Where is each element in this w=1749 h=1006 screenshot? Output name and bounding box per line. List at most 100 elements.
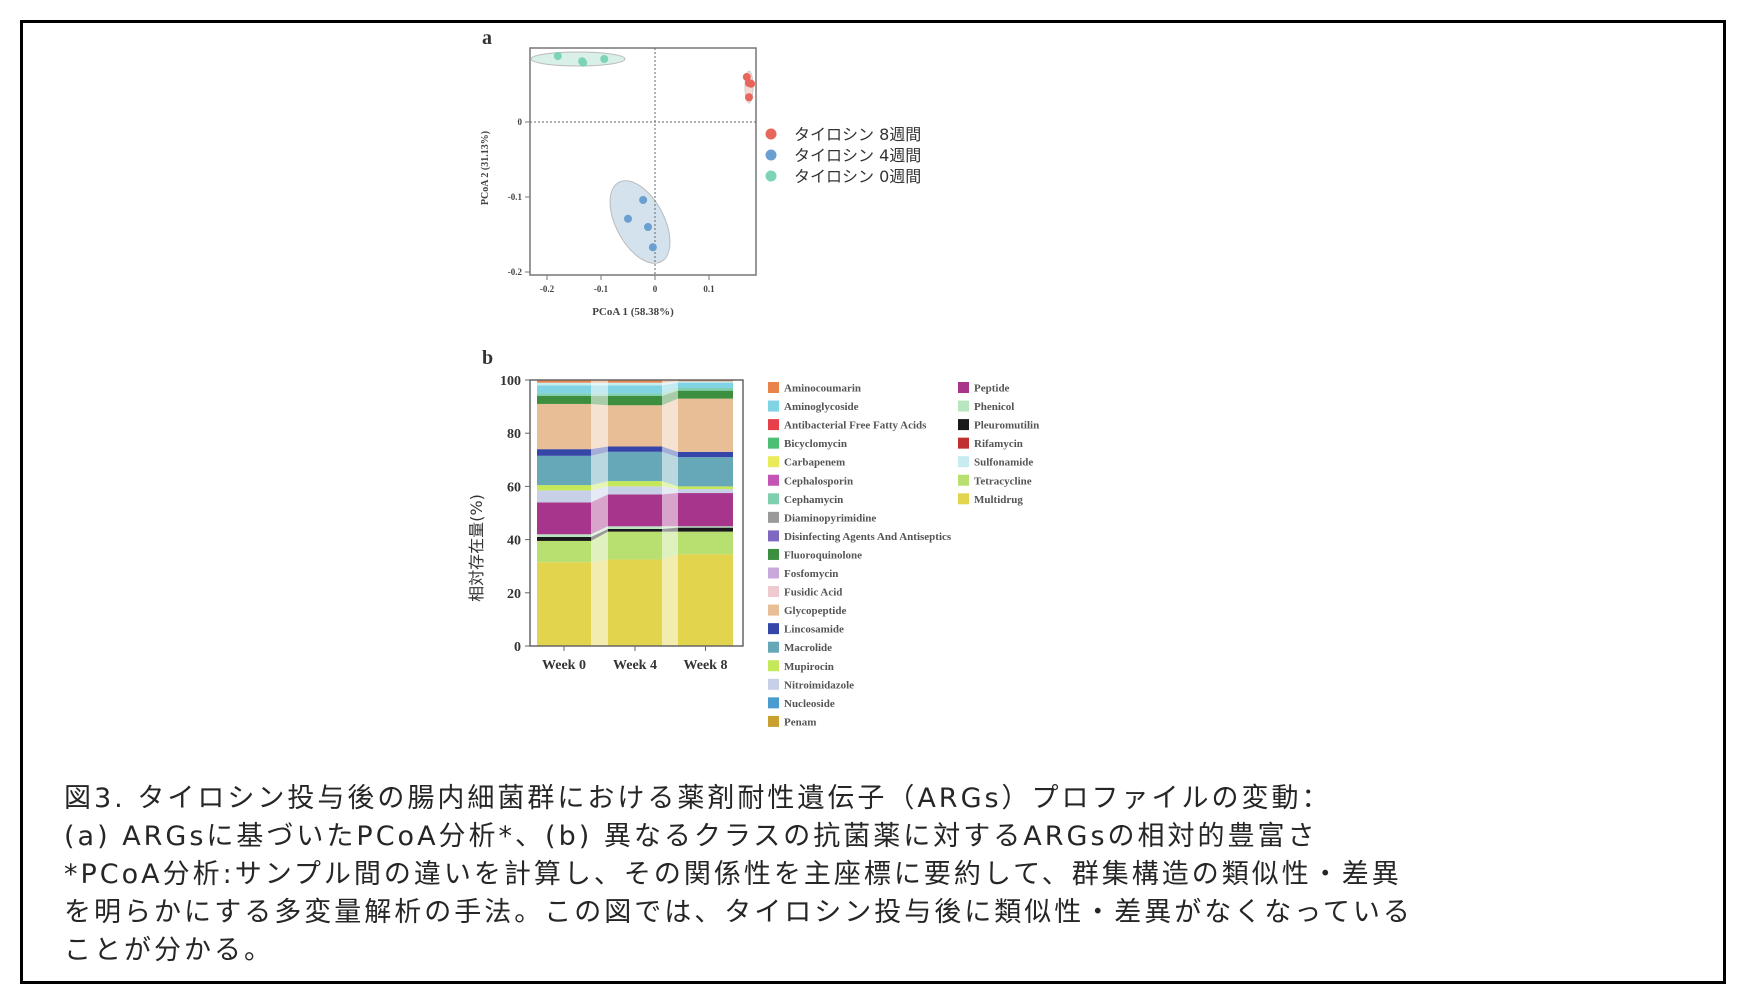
legend-label: Fosfomycin <box>784 568 838 580</box>
scatter-point-series-2 <box>600 55 609 63</box>
y-tick-label: -0.1 <box>508 192 523 202</box>
scatter-point-series-0 <box>747 79 756 88</box>
bar-segment-pleuromutilin <box>608 528 662 532</box>
y-tick-label: -0.2 <box>508 267 523 277</box>
bar-segment-lincosamide <box>608 446 662 452</box>
bar-segment-mupirocin <box>678 486 733 490</box>
legend-label: Antibacterial Free Fatty Acids <box>784 420 927 432</box>
bar-connector-fluoroquinolone <box>591 395 608 406</box>
bar-segment-tetracycline <box>608 531 662 560</box>
bar-segment-multidrug <box>537 562 591 646</box>
ellipse-week0 <box>530 51 626 67</box>
bar-connector-tetracycline <box>662 531 678 560</box>
bar-segment-glycopeptide <box>537 403 591 450</box>
legend-label: Fluoroquinolone <box>784 549 862 561</box>
y-tick-label: 60 <box>507 480 521 495</box>
bar-segment-lincosamide <box>678 451 733 458</box>
legend-label: Pleuromutilin <box>974 420 1039 432</box>
legend-swatch <box>768 400 779 412</box>
bar-connector-aminoglycoside <box>591 385 608 394</box>
bar-connector-pleuromutilin <box>591 528 608 541</box>
legend-label: Macrolide <box>784 642 832 654</box>
bar-connector-sulfonamide <box>662 381 678 386</box>
bar-connector-peptide <box>662 493 678 527</box>
legend-label: Disinfecting Agents And Antiseptics <box>784 531 952 543</box>
legend-swatch <box>768 567 779 579</box>
bar-segment-tetracycline <box>537 540 591 563</box>
legend-swatch <box>958 400 969 412</box>
legend-marker <box>765 128 777 140</box>
legend-swatch <box>768 548 779 560</box>
legend-label: Glycopeptide <box>784 605 846 617</box>
bar-segment-cephamycin <box>678 387 733 391</box>
legend-marker <box>765 149 777 161</box>
legend-label: Diaminopyrimidine <box>784 512 876 524</box>
bar-connector-phenicol <box>662 526 678 529</box>
y-tick-label: 0 <box>514 640 521 655</box>
legend-swatch <box>768 382 779 393</box>
legend-label: Tetracycline <box>974 475 1032 487</box>
bar-connector-mupirocin <box>591 481 608 491</box>
legend-label: Peptide <box>974 383 1010 395</box>
legend-swatch <box>768 660 779 672</box>
bar-connector-aminoglycoside <box>662 382 678 394</box>
bar-segment-nitroimidazole <box>678 489 733 494</box>
bar-segment-aminoglycoside <box>537 385 591 394</box>
bar-plot-frame <box>529 379 744 647</box>
bar-segment-tetracycline <box>678 531 733 555</box>
bar-segment-aminoglycoside <box>608 385 662 394</box>
legend-label: Sulfonamide <box>974 457 1033 469</box>
figure-caption: 図3. タイロシン投与後の腸内細菌群における薬剤耐性遺伝子（ARGs）プロファイ… <box>64 780 1413 970</box>
legend-swatch <box>768 511 779 523</box>
bar-segment-cephamycin <box>537 393 591 396</box>
legend-label: タイロシン 4週間 <box>794 146 921 165</box>
legend-label: Bicyclomycin <box>784 438 847 450</box>
legend-swatch <box>958 493 969 505</box>
bar-legend: AminocoumarinAminoglycosideAntibacterial… <box>768 382 1039 728</box>
bar-connector-multidrug <box>591 559 608 646</box>
x-tick-label: Week 8 <box>684 658 728 673</box>
bar-segment-nitroimidazole <box>537 490 591 503</box>
legend-swatch <box>768 604 779 616</box>
legend-label: タイロシン 0週間 <box>794 167 921 186</box>
legend-label: Cephamycin <box>784 494 843 506</box>
bar-connector-lincosamide <box>662 446 678 458</box>
legend-label: Penam <box>784 716 816 728</box>
legend-label: Nucleoside <box>784 698 835 710</box>
legend-swatch <box>958 456 969 468</box>
legend-label: Mupirocin <box>784 661 834 673</box>
caption-line-3: *PCoA分析:サンプル間の違いを計算し、その関係性を主座標に要約して、群集構造… <box>64 859 1402 890</box>
legend-swatch <box>768 697 779 709</box>
bar-segment-pleuromutilin <box>678 527 733 532</box>
legend-swatch <box>768 419 779 431</box>
bar-connector-macrolide <box>591 451 608 486</box>
bar-segment-macrolide <box>678 457 733 487</box>
bar-segment-fluoroquinolone <box>678 390 733 399</box>
caption-line-4: を明らかにする多変量解析の手法。この図では、タイロシン投与後に類似性・差異がなく… <box>64 897 1413 928</box>
legend-label: Cephalosporin <box>784 475 853 487</box>
scatter-point-series-0 <box>742 73 751 81</box>
legend-swatch <box>768 493 779 505</box>
legend-label: タイロシン 8週間 <box>794 125 921 144</box>
legend-label: Aminocoumarin <box>784 383 861 395</box>
bar-segment-sulfonamide <box>608 382 662 386</box>
bar-segment-nitroimidazole <box>608 486 662 495</box>
bar-connector-cephamycin <box>591 393 608 396</box>
pcoa-y-axis-label: PCoA 2 (31.13%) <box>480 131 491 205</box>
scatter-point-series-1 <box>648 243 657 252</box>
bar-segment-multidrug <box>678 554 733 646</box>
legend-swatch <box>768 456 779 468</box>
legend-swatch <box>958 382 969 393</box>
panel-a-label: a <box>482 27 492 49</box>
bar-segment-cephamycin <box>608 393 662 396</box>
bar-segment-mupirocin <box>537 485 591 491</box>
legend-swatch <box>958 437 969 449</box>
legend-label: Fusidic Acid <box>784 587 842 599</box>
bar-segment-aminocoumarin <box>537 380 591 383</box>
legend-label: Aminoglycoside <box>784 401 859 413</box>
x-tick-label: -0.2 <box>540 284 555 294</box>
scatter-point-series-1 <box>639 196 648 204</box>
legend-label: Lincosamide <box>784 624 844 636</box>
